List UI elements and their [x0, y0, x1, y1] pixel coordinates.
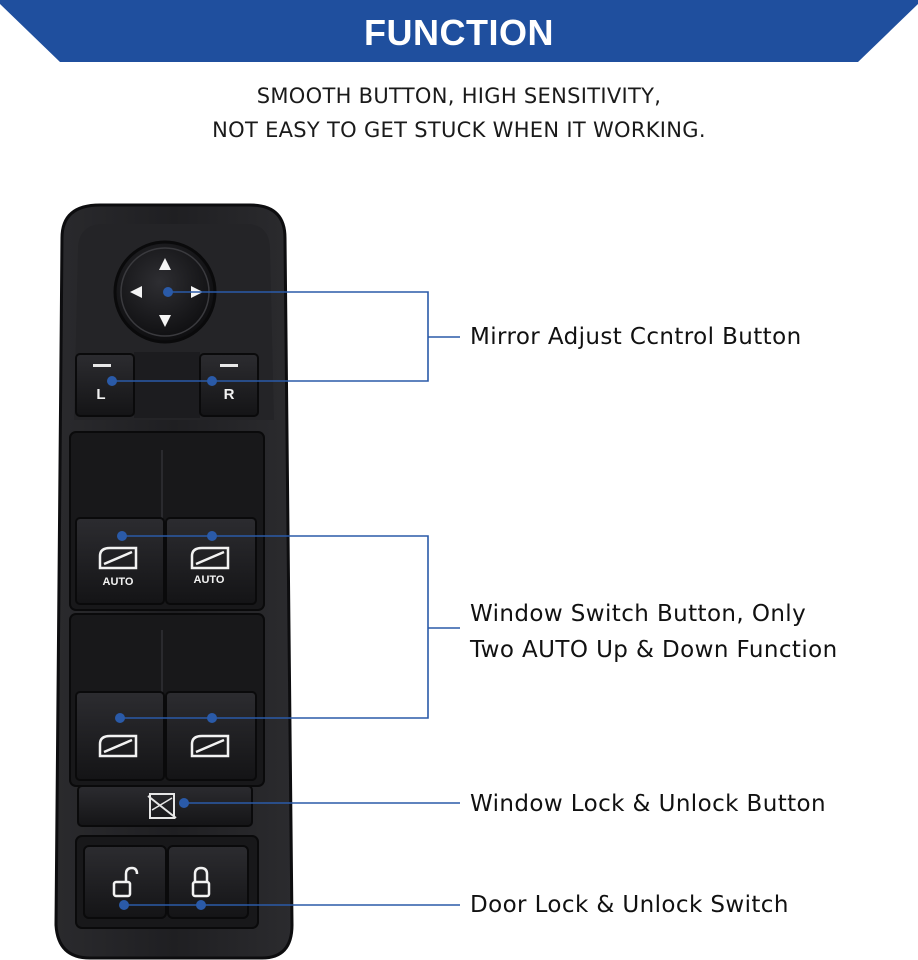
mirror-right-label: R — [224, 386, 235, 403]
subtitle-line-1: SMOOTH BUTTON, HIGH SENSITIVITY, — [256, 84, 662, 108]
window-switch-front-right[interactable]: AUTO — [165, 517, 257, 605]
mirror-right-button[interactable]: R — [199, 353, 259, 417]
window-switch-label-line-2: Two AUTO Up & Down Function — [470, 637, 838, 663]
window-switch-rear-right[interactable] — [165, 691, 257, 781]
window-switch-label-line-1: Window Switch Button, Only — [470, 601, 807, 627]
callout-dots — [107, 287, 217, 910]
auto-label-left: AUTO — [103, 576, 134, 588]
lock-icon — [191, 866, 211, 898]
callout-lines — [112, 291, 460, 906]
window-lock-icon — [147, 793, 177, 819]
window-lock-label: Window Lock & Unlock Button — [470, 791, 826, 817]
window-icon — [190, 546, 230, 570]
mirror-arrows-icon — [130, 258, 203, 327]
window-icon — [190, 734, 230, 758]
auto-label-right: AUTO — [194, 574, 225, 586]
window-lock-button[interactable] — [77, 785, 253, 827]
window-icon — [98, 734, 138, 758]
banner-shape — [0, 0, 918, 62]
mirror-left-label: L — [96, 386, 105, 403]
function-banner: FUNCTION — [0, 0, 918, 64]
window-switch-front-left[interactable]: AUTO — [75, 517, 165, 605]
door-lock-button[interactable] — [167, 845, 249, 919]
unlock-icon — [112, 866, 139, 898]
door-lock-label: Door Lock & Unlock Switch — [470, 892, 789, 918]
banner-title: FUNCTION — [364, 12, 554, 53]
door-unlock-button[interactable] — [83, 845, 167, 919]
subtitle-line-2: NOT EASY TO GET STUCK WHEN IT WORKING. — [212, 118, 706, 142]
mirror-adjust-label: Mirror Adjust Ccntrol Button — [470, 324, 802, 350]
window-icon — [98, 546, 138, 570]
window-switch-rear-left[interactable] — [75, 691, 165, 781]
mirror-left-button[interactable]: L — [75, 353, 135, 417]
